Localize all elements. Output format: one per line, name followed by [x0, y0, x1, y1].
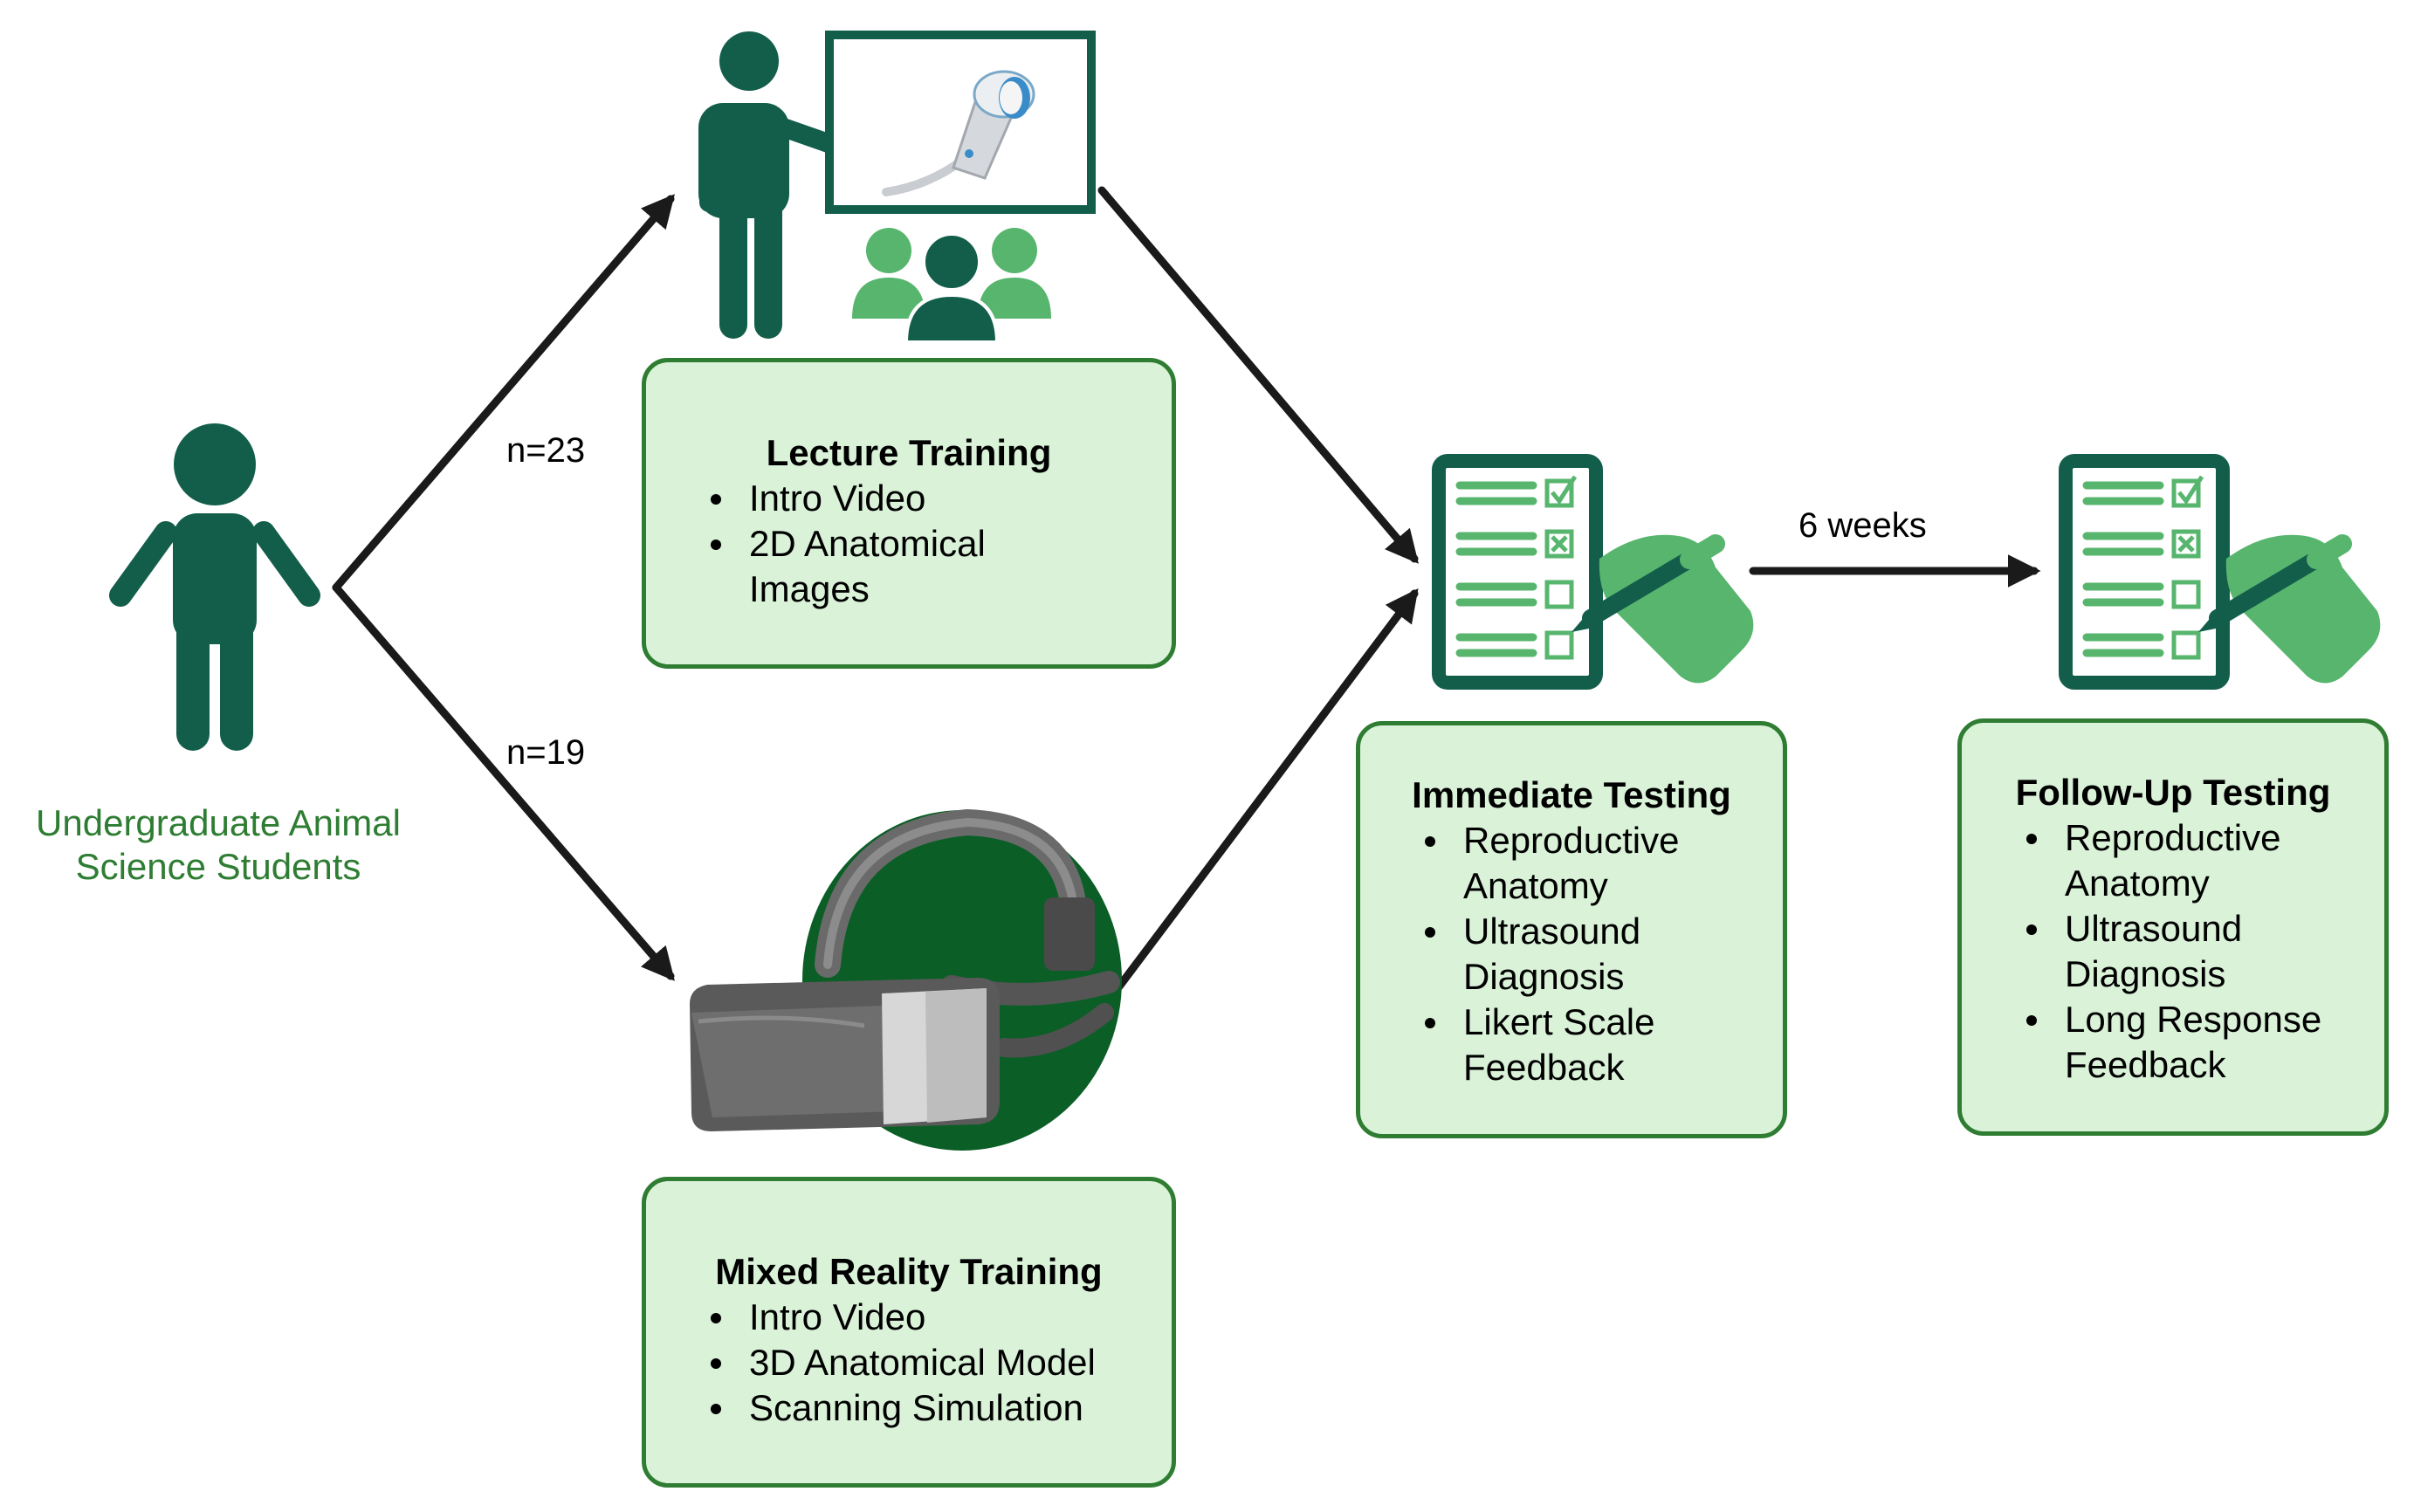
- students-label: Undergraduate Animal Science Students: [0, 801, 437, 889]
- students-label-line-1: Undergraduate Animal: [36, 802, 401, 843]
- writing-hand-icon: [1572, 534, 1754, 684]
- list-item: Intro Video: [711, 476, 1172, 521]
- list-item-continuation: Feedback: [2065, 1044, 2226, 1085]
- audience-icon: [852, 228, 1051, 344]
- mixed-reality-training-list: Intro Video 3D Anatomical Model Scanning…: [646, 1295, 1172, 1431]
- list-item: Reproductive: [1425, 818, 1783, 863]
- whiteboard-icon: [825, 31, 1096, 214]
- list-item: Likert Scale: [1425, 1000, 1783, 1045]
- mixed-reality-training-box: Mixed Reality Training Intro Video 3D An…: [642, 1177, 1176, 1488]
- list-item-continuation: Diagnosis: [2065, 953, 2226, 994]
- upper-branch-count: n=23: [506, 431, 586, 470]
- person-icon: [109, 423, 320, 751]
- list-item-continuation: Diagnosis: [1463, 956, 1625, 997]
- writing-hand-icon: [2198, 534, 2381, 684]
- lecture-training-list: Intro Video 2D Anatomical Images: [646, 476, 1172, 612]
- checklist-icon: [2059, 454, 2230, 690]
- list-item: Long Response: [2026, 997, 2384, 1042]
- followup-testing-list: Reproductive Anatomy Ultrasound Diagnosi…: [1962, 815, 2384, 1088]
- followup-testing-box: Follow-Up Testing Reproductive Anatomy U…: [1957, 718, 2389, 1136]
- arrow-to-lecture: [332, 194, 675, 592]
- arrow-to-mixed-reality: [332, 583, 675, 981]
- vr-headset-icon: [690, 808, 1122, 1151]
- lecture-training-title: Lecture Training: [766, 432, 1052, 473]
- mixed-reality-training-title: Mixed Reality Training: [715, 1251, 1103, 1292]
- list-item: Ultrasound: [1425, 909, 1783, 954]
- list-item: Ultrasound: [2026, 906, 2384, 952]
- arrow-lecture-to-immediate: [1097, 186, 1419, 564]
- immediate-testing-title: Immediate Testing: [1412, 774, 1731, 815]
- list-item: 2D Anatomical: [711, 521, 1172, 567]
- arrow-mixed-to-immediate: [1115, 588, 1419, 991]
- list-item-continuation: Feedback: [1463, 1047, 1625, 1088]
- teacher-icon: [698, 31, 865, 339]
- list-item: 3D Anatomical Model: [711, 1340, 1172, 1385]
- list-item: Scanning Simulation: [711, 1385, 1172, 1431]
- students-label-line-2: Science Students: [75, 846, 361, 887]
- immediate-testing-list: Reproductive Anatomy Ultrasound Diagnosi…: [1360, 818, 1783, 1090]
- list-item: Reproductive: [2026, 815, 2384, 861]
- followup-testing-title: Follow-Up Testing: [2015, 772, 2331, 813]
- checklist-icon: [1432, 454, 1603, 690]
- list-item-continuation: Anatomy: [1463, 865, 1608, 906]
- immediate-testing-box: Immediate Testing Reproductive Anatomy U…: [1356, 721, 1787, 1138]
- flow-arrows: [332, 186, 2041, 991]
- list-item-continuation: Anatomy: [2065, 863, 2210, 904]
- lower-branch-count: n=19: [506, 733, 586, 772]
- lecture-training-box: Lecture Training Intro Video 2D Anatomic…: [642, 358, 1176, 669]
- list-item-continuation: Images: [749, 568, 870, 609]
- ultrasound-probe-icon: [882, 70, 1035, 196]
- interval-label: 6 weeks: [1798, 506, 1927, 545]
- list-item: Intro Video: [711, 1295, 1172, 1340]
